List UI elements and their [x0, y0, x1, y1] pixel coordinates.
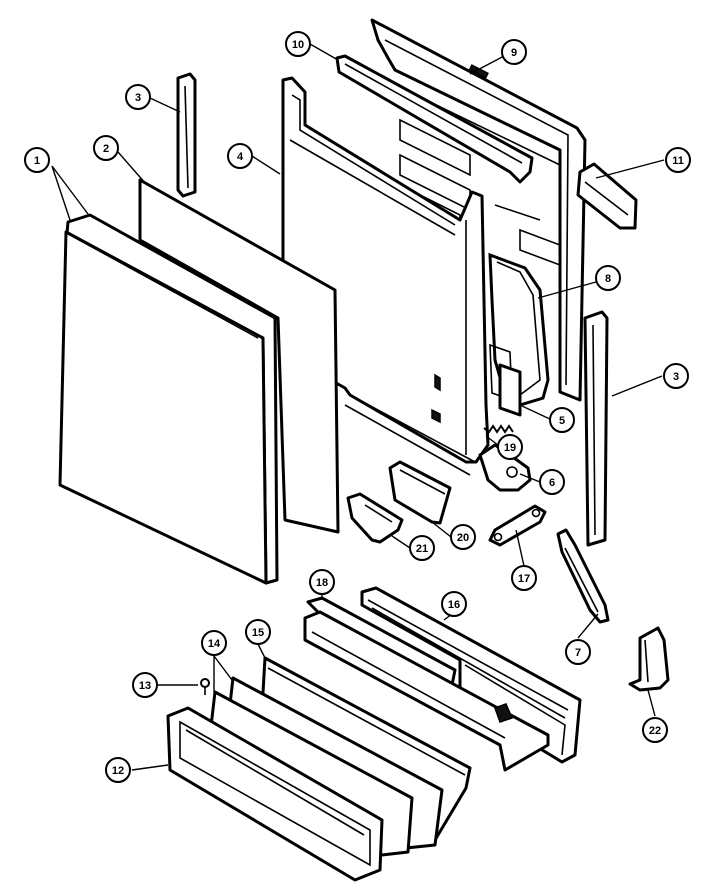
svg-text:1: 1 [34, 155, 40, 167]
callout-14: 14 [201, 630, 227, 656]
callout-19: 19 [497, 434, 523, 460]
part-5-latch [498, 363, 522, 417]
part-10-top-rail [335, 54, 534, 184]
svg-text:8: 8 [605, 273, 611, 285]
callout-6: 6 [539, 469, 565, 495]
svg-text:7: 7 [575, 647, 581, 659]
svg-text:20: 20 [457, 532, 469, 544]
callout-3-right: 3 [663, 363, 689, 389]
callout-1: 1 [24, 147, 50, 173]
svg-text:9: 9 [511, 47, 517, 59]
svg-text:21: 21 [416, 543, 428, 555]
part-12-front-frame [166, 706, 384, 882]
svg-text:4: 4 [237, 151, 244, 163]
callout-10: 10 [285, 31, 311, 57]
callout-12: 12 [105, 757, 131, 783]
svg-text:14: 14 [208, 638, 221, 650]
part-22-end-bracket [628, 626, 670, 692]
part-13-screw [200, 678, 210, 695]
svg-text:6: 6 [549, 477, 555, 489]
part-3-right-trim-strip [583, 310, 609, 547]
part-7-hinge-rod [556, 528, 610, 624]
svg-text:22: 22 [649, 725, 661, 737]
callout-11: 11 [665, 147, 691, 173]
part-1-outer-door-panel [58, 213, 279, 585]
part-11-rail [576, 162, 638, 230]
svg-text:19: 19 [504, 442, 516, 454]
callout-2: 2 [93, 135, 119, 161]
part-18-console-housing [303, 596, 550, 772]
svg-text:2: 2 [103, 143, 109, 155]
callout-13: 13 [132, 672, 158, 698]
callout-15: 15 [245, 619, 271, 645]
part-21-clip [346, 492, 404, 544]
svg-text:17: 17 [518, 573, 530, 585]
callout-20: 20 [450, 524, 476, 550]
part-3-left-trim-strip [176, 72, 197, 198]
callout-4: 4 [227, 143, 253, 169]
callout-5: 5 [549, 407, 575, 433]
callout-21: 21 [409, 535, 435, 561]
svg-text:3: 3 [673, 371, 679, 383]
part-9-door-liner [370, 18, 587, 402]
callout-9: 9 [501, 39, 527, 65]
callout-22: 22 [642, 717, 668, 743]
part-16-control-board [360, 586, 582, 764]
svg-text:3: 3 [135, 92, 141, 104]
callout-16: 16 [441, 591, 467, 617]
svg-text:13: 13 [139, 680, 151, 692]
part-2-panel [138, 178, 340, 534]
part-20-bracket [388, 460, 452, 525]
callout-17: 17 [511, 565, 537, 591]
svg-text:16: 16 [448, 599, 460, 611]
callout-8: 8 [595, 265, 621, 291]
svg-text:10: 10 [292, 39, 304, 51]
part-19-spring [483, 424, 514, 434]
svg-text:5: 5 [559, 415, 565, 427]
svg-text:11: 11 [672, 155, 684, 167]
leader-lines [51, 43, 665, 771]
svg-text:18: 18 [316, 577, 328, 589]
callout-7: 7 [565, 639, 591, 665]
callout-3-left: 3 [125, 84, 151, 110]
svg-text:15: 15 [252, 627, 264, 639]
svg-text:12: 12 [112, 765, 124, 777]
part-17-link [488, 504, 547, 547]
part-8-gasket [488, 252, 550, 407]
callout-18: 18 [309, 569, 335, 595]
